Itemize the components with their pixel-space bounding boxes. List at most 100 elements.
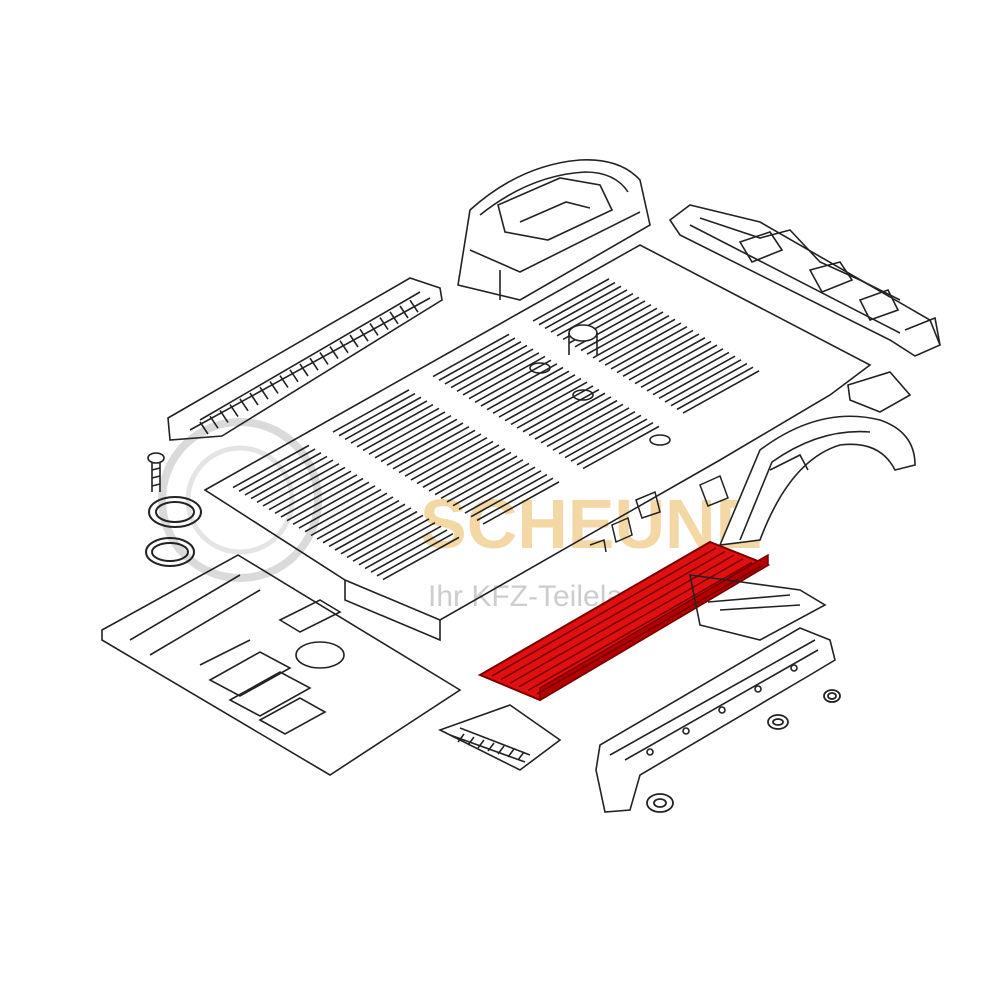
floor-rib: [462, 352, 540, 396]
floor-rib: [458, 466, 536, 511]
cross-rib: [497, 745, 505, 755]
floor-rib: [292, 481, 370, 526]
floor-rib: [328, 503, 406, 548]
floor-rib: [522, 388, 600, 433]
floor-rib: [356, 403, 434, 448]
floor-rib: [238, 448, 316, 492]
floor-rib: [480, 363, 558, 407]
sill-rib: [249, 392, 259, 406]
sill-rib: [219, 409, 229, 423]
floor-rib: [516, 385, 594, 429]
sill-rib: [289, 369, 299, 383]
sill-hole: [718, 706, 726, 714]
sill-hole: [754, 685, 762, 693]
sill-rib: [349, 334, 359, 348]
floor-rib: [364, 525, 442, 570]
floor-rib: [570, 418, 648, 462]
floor-rib: [534, 396, 612, 440]
floor-rib: [628, 337, 706, 381]
floor-rib: [510, 381, 588, 426]
sill-rib: [269, 380, 279, 394]
floor-rib: [582, 425, 660, 470]
floor-rib: [504, 377, 582, 422]
floor-rib: [346, 514, 424, 559]
sill-rib: [239, 398, 249, 412]
floor-rib: [332, 389, 410, 433]
floor-rib: [468, 355, 546, 400]
seal-ring-lower: [145, 537, 195, 567]
floor-rib: [370, 529, 448, 573]
sill-rib: [369, 322, 379, 336]
floor-rib: [304, 488, 382, 533]
floor-rib: [658, 355, 736, 400]
floor-rib: [368, 411, 446, 455]
floor-rib: [538, 281, 616, 326]
rail-groove: [536, 565, 762, 695]
floor-rib: [546, 403, 624, 448]
sill-hole: [646, 748, 654, 756]
sill-rib: [209, 415, 219, 429]
small-brackets: [589, 474, 729, 553]
floor-rib: [380, 418, 458, 463]
rail-groove: [509, 554, 735, 684]
floor-rib: [486, 366, 564, 411]
floor-rib: [376, 533, 454, 577]
sill-rib: [199, 421, 209, 435]
floor-rib: [634, 340, 712, 385]
sill-rib: [309, 357, 319, 371]
sill-rib: [279, 375, 289, 389]
sill-hole: [682, 727, 690, 735]
rail-groove: [500, 550, 726, 681]
floor-rib: [382, 536, 460, 581]
floor-rib: [592, 314, 670, 359]
bolt: [147, 452, 165, 492]
floor-rib: [552, 407, 630, 451]
floor-rib: [456, 348, 534, 392]
floor-rib: [598, 318, 676, 363]
cross-rib: [457, 733, 465, 743]
floor-rib: [256, 459, 334, 503]
floor-rib: [310, 492, 388, 537]
floor-rib: [556, 292, 634, 337]
floor-rib: [374, 414, 452, 459]
sill-rib: [379, 317, 389, 331]
sill-rib: [409, 299, 419, 313]
floor-rib: [434, 451, 512, 496]
floor-rib: [532, 278, 610, 322]
floor-rib: [274, 470, 352, 515]
floor-rib: [298, 485, 376, 529]
floor-rib: [432, 333, 510, 378]
floor-rib: [586, 311, 664, 355]
floor-rib: [262, 463, 340, 507]
sill-rib: [359, 328, 369, 342]
sill-rib: [259, 386, 269, 400]
floor-rib: [416, 440, 494, 485]
floor-rib: [338, 392, 416, 437]
rail-groove: [491, 547, 717, 677]
sill-rib: [299, 363, 309, 377]
floor-rib: [410, 437, 488, 481]
floor-rib: [544, 285, 622, 330]
sill-rib: [329, 346, 339, 360]
floor-rib: [362, 407, 440, 452]
floor-rib: [492, 370, 570, 415]
floor-rib: [676, 366, 754, 411]
floor-rib: [232, 444, 310, 489]
floor-rib: [344, 396, 422, 441]
floor-rib: [444, 341, 522, 385]
sill-hole: [790, 664, 798, 672]
floor-rib: [350, 400, 428, 444]
floor-rib: [470, 473, 548, 518]
floor-rib: [446, 459, 524, 503]
rear-wheel-arch-left: [457, 159, 651, 301]
rail-groove: [527, 561, 753, 692]
floor-rib: [250, 455, 328, 500]
cross-rib: [477, 739, 485, 749]
cross-rib: [467, 736, 475, 746]
floor-rib: [670, 362, 748, 407]
floor-rib: [322, 499, 400, 544]
floor-rib: [422, 444, 500, 488]
sill-rib: [389, 311, 399, 325]
floor-rib: [640, 344, 718, 388]
